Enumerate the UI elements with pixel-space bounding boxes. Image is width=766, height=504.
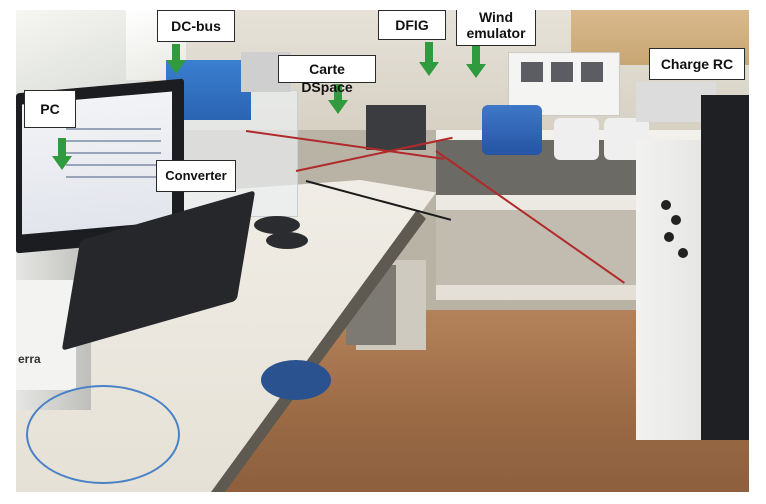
label-wind-emulator-line1: Wind — [478, 10, 514, 25]
coupled-machine — [554, 118, 599, 160]
label-pc: PC — [24, 90, 76, 128]
screen-text-line — [66, 164, 161, 166]
screen-text-line — [66, 140, 161, 142]
label-wind-emulator: Wind emulator — [456, 10, 536, 46]
label-converter: Converter — [156, 160, 236, 192]
label-charge-rc: Charge RC — [649, 48, 745, 80]
dspace-board — [366, 105, 426, 150]
load-switch — [671, 215, 681, 225]
emulator-meter — [581, 62, 603, 82]
label-dc-bus: DC-bus — [157, 10, 235, 42]
dfig-motor — [482, 105, 542, 155]
screen-text-line — [66, 128, 161, 130]
label-carte-dspace: Carte DSpace — [278, 55, 376, 95]
charge-rc-side — [701, 95, 749, 440]
mouse — [254, 216, 300, 234]
cable-reel — [261, 360, 331, 400]
screen-text-line — [66, 152, 161, 154]
load-switch — [661, 200, 671, 210]
label-dfig: DFIG — [378, 10, 446, 40]
emulator-meter — [551, 62, 573, 82]
screen-text-line — [66, 176, 161, 178]
tower-brand-text: erra — [18, 352, 41, 366]
emulator-meter — [521, 62, 543, 82]
load-switch — [664, 232, 674, 242]
mouse — [266, 232, 308, 249]
photo-frame: erra PC DC-bus Carte DSpace DFIG Wind em… — [16, 10, 749, 492]
label-wind-emulator-line2: emulator — [466, 25, 526, 41]
load-switch — [678, 248, 688, 258]
blue-cable — [26, 385, 180, 484]
